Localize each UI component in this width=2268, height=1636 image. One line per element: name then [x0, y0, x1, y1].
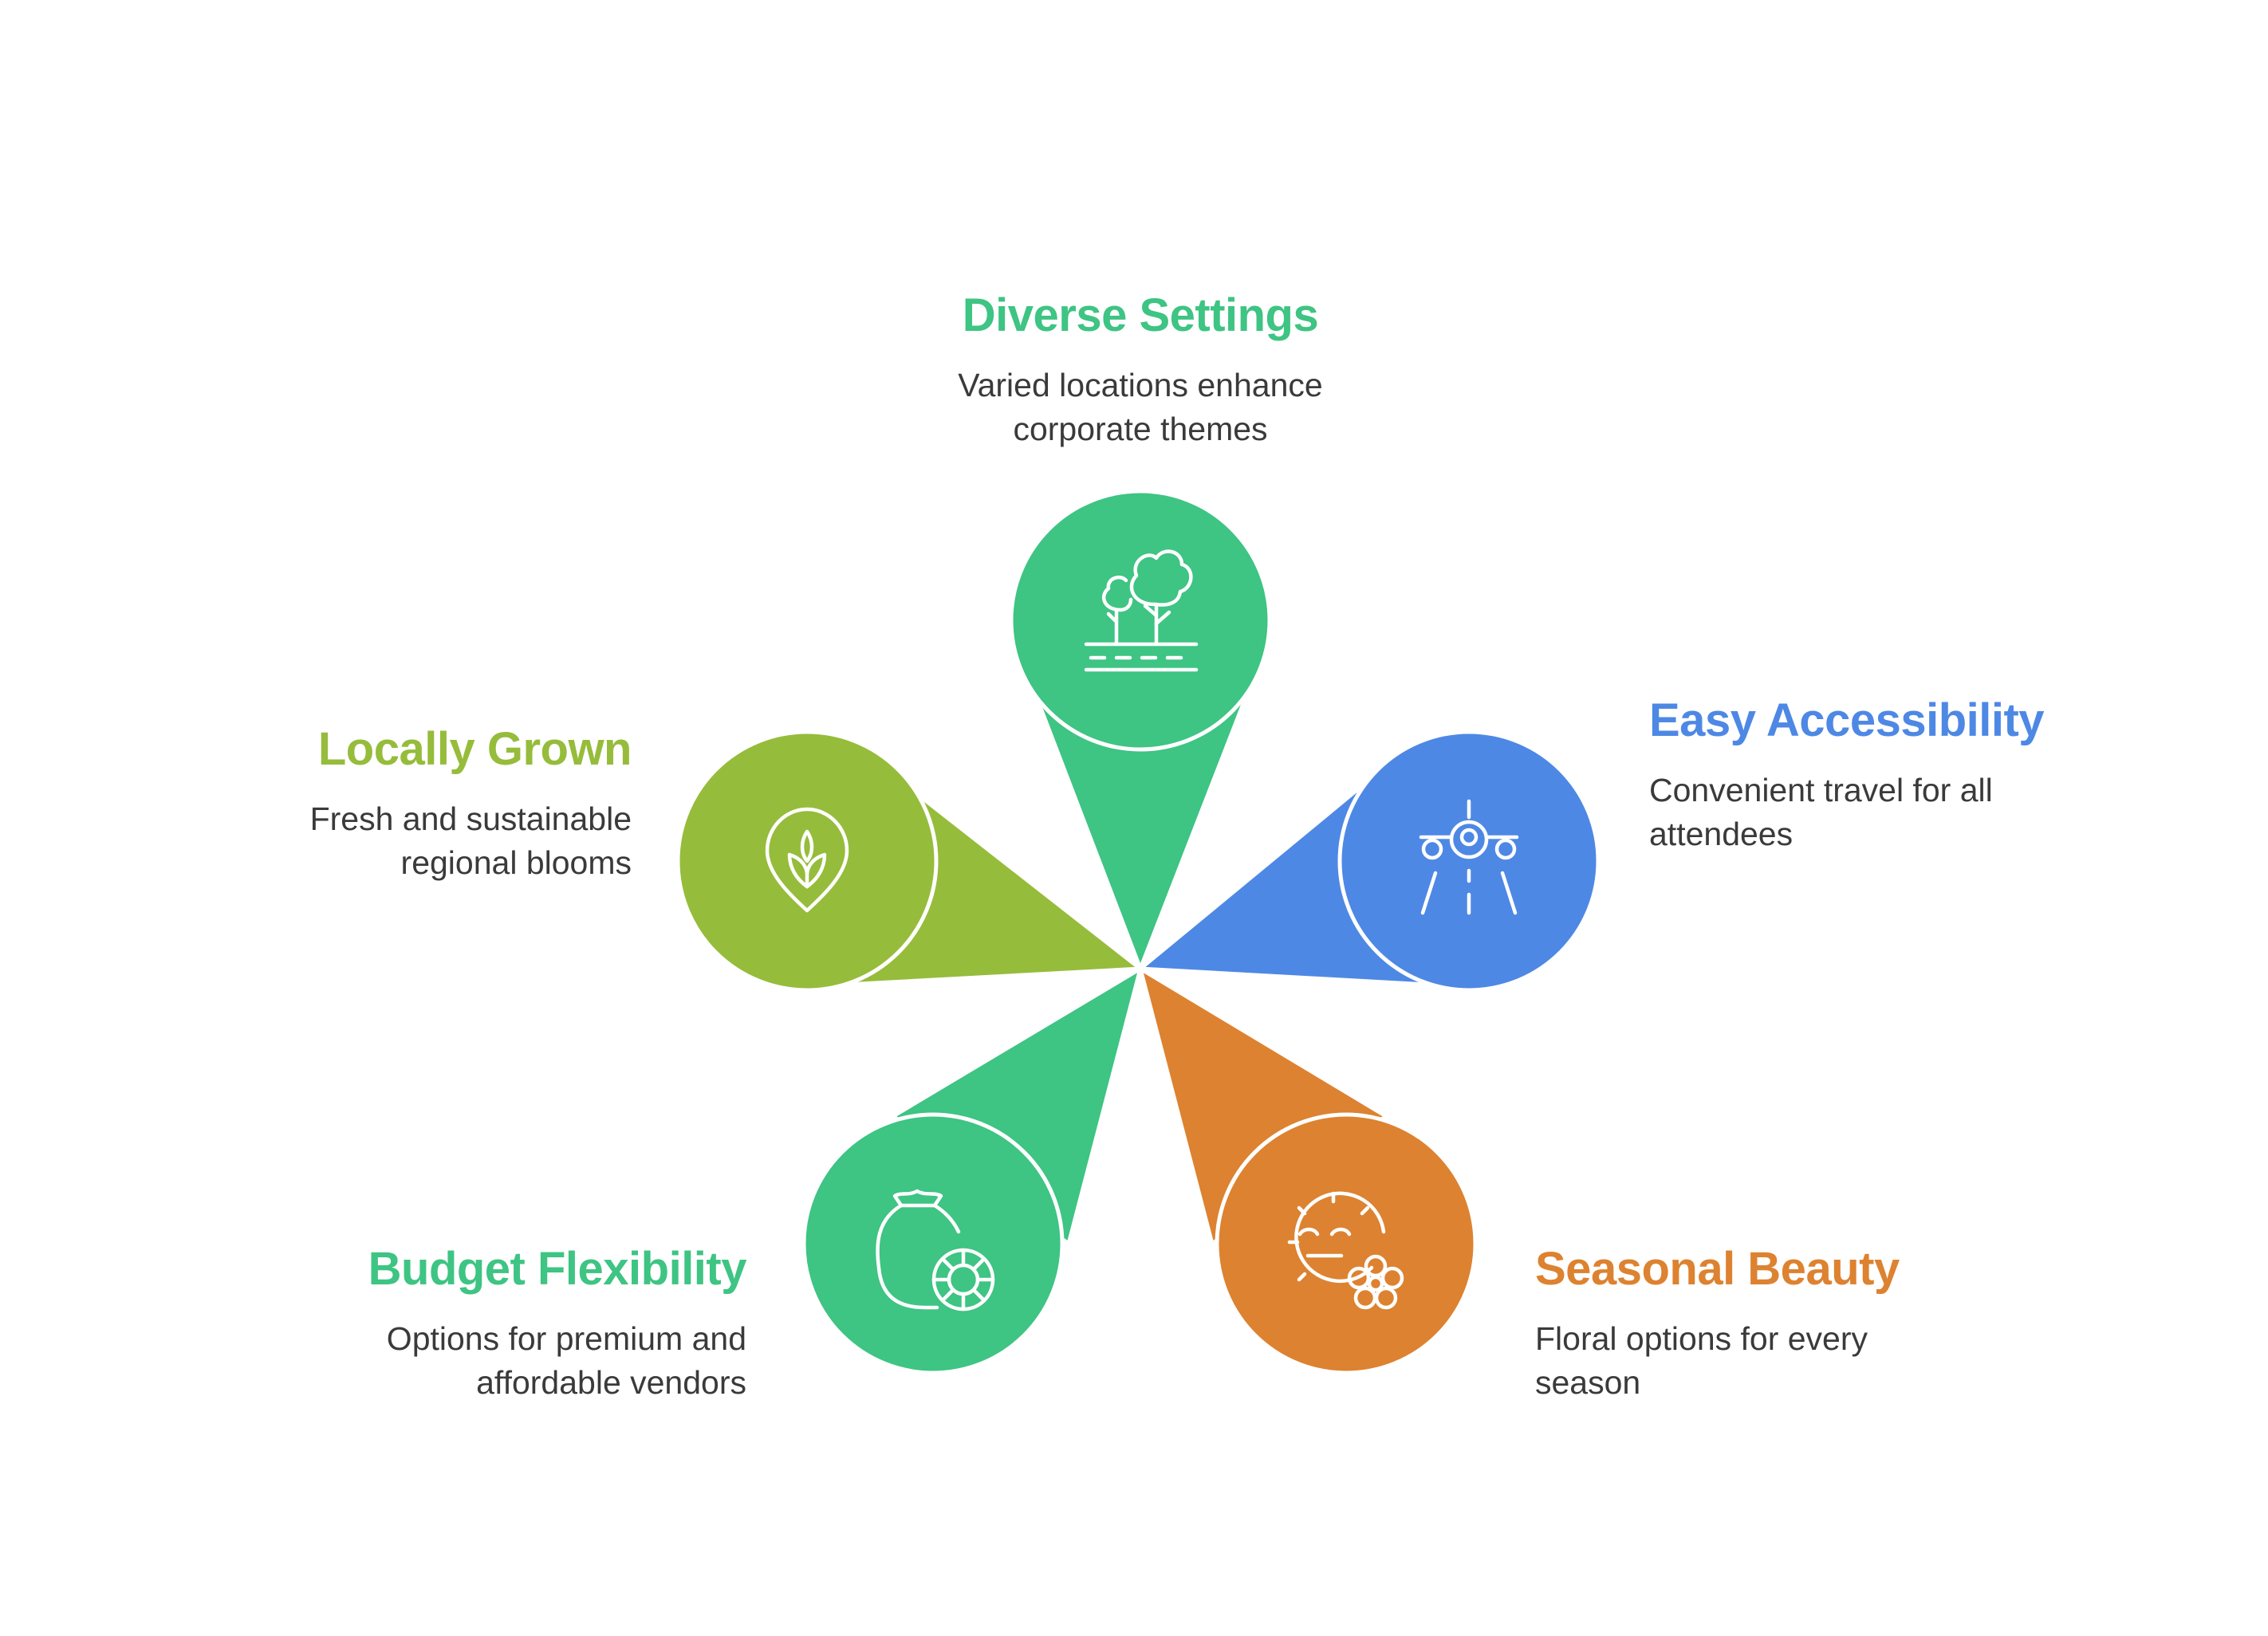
petal-diverse-settings [1009, 489, 1272, 974]
trees-icon [1084, 549, 1199, 672]
airplane-runway-icon [1419, 799, 1519, 915]
label-diverse-settings: Diverse Settings Varied locations enhanc… [861, 289, 1419, 451]
description-budget-flexibility: Options for premium and affordable vendo… [188, 1317, 746, 1405]
description-line: Floral options for every [1535, 1320, 1868, 1357]
description-line: Fresh and sustainable [309, 800, 632, 837]
petal-circle-diverse-settings [1009, 489, 1272, 752]
description-line: Convenient travel for all [1649, 772, 1993, 808]
description-line: corporate themes [1013, 411, 1268, 447]
description-seasonal-beauty: Floral options for every season [1535, 1317, 2093, 1405]
petal-circle-seasonal-beauty [1215, 1112, 1478, 1375]
title-seasonal-beauty: Seasonal Beauty [1535, 1243, 1900, 1295]
description-easy-accessibility: Convenient travel for all attendees [1649, 769, 2207, 856]
money-bag-icon [876, 1189, 995, 1312]
title-easy-accessibility: Easy Accessibility [1649, 694, 2045, 746]
description-line: affordable vendors [476, 1364, 746, 1401]
description-line: season [1535, 1364, 1641, 1401]
description-line: Options for premium and [386, 1320, 746, 1357]
description-diverse-settings: Varied locations enhance corporate theme… [861, 364, 1419, 451]
leaf-pin-icon [765, 807, 849, 913]
petal-seasonal-beauty [1137, 964, 1478, 1375]
label-seasonal-beauty: Seasonal Beauty Floral options for every… [1535, 1242, 2093, 1405]
description-line: Varied locations enhance [958, 367, 1323, 403]
title-diverse-settings: Diverse Settings [962, 289, 1319, 341]
label-locally-grown: Locally Grown Fresh and sustainable regi… [73, 722, 632, 885]
description-line: regional blooms [400, 844, 632, 881]
petal-circle-easy-accessibility [1337, 730, 1601, 993]
title-locally-grown: Locally Grown [317, 723, 632, 775]
description-line: attendees [1649, 816, 1794, 852]
petal-easy-accessibility [1135, 730, 1601, 993]
sun-flower-icon [1287, 1191, 1404, 1310]
label-budget-flexibility: Budget Flexibility Options for premium a… [188, 1242, 747, 1405]
title-budget-flexibility: Budget Flexibility [368, 1243, 747, 1295]
label-easy-accessibility: Easy Accessibility Convenient travel for… [1649, 694, 2207, 856]
petal-circle-budget-flexibility [801, 1112, 1065, 1375]
description-locally-grown: Fresh and sustainable regional blooms [73, 797, 632, 885]
petal-budget-flexibility [801, 964, 1144, 1375]
